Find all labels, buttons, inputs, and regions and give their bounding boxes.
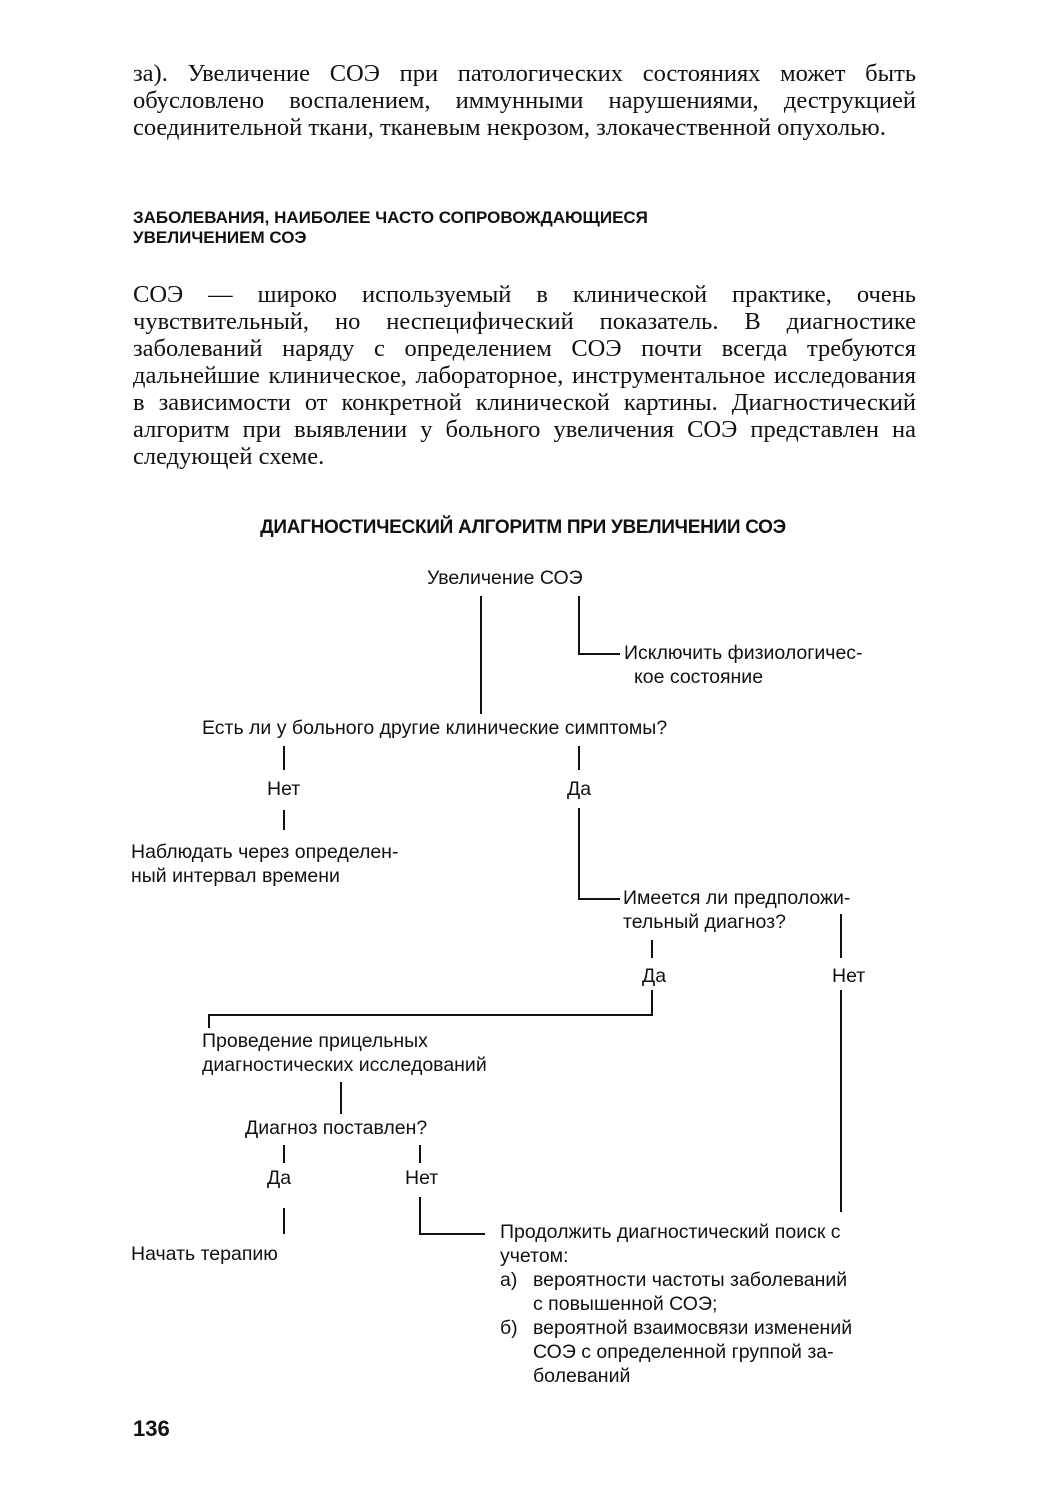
connector-line [208, 1014, 653, 1016]
node-question-diagnosis: Имеется ли предположи- тельный диагноз? [623, 886, 850, 934]
connector-line [283, 1145, 285, 1163]
connector-line [419, 1145, 421, 1163]
node-line: болеваний [533, 1365, 631, 1387]
node-line: Продолжить диагностический поиск с [500, 1221, 841, 1243]
node-line: вероятности частоты заболеваний [533, 1269, 848, 1291]
list-marker: а) [500, 1269, 518, 1291]
connector-line [651, 940, 653, 958]
label-yes: Да [567, 778, 592, 800]
node-line: Исключить физиологичес- [624, 642, 863, 664]
flowchart-title: ДИАГНОСТИЧЕСКИЙ АЛГОРИТМ ПРИ УВЕЛИЧЕНИИ … [260, 517, 786, 538]
node-question-diagnosed: Диагноз поставлен? [245, 1117, 428, 1139]
connector-line [578, 746, 580, 770]
node-line: вероятной взаимосвязи изменений [533, 1317, 853, 1339]
node-targeted-studies: Проведение прицельных диагностических ис… [202, 1029, 487, 1077]
node-start: Увеличение СОЭ [427, 567, 583, 589]
intro-paragraph: за). Увеличение СОЭ при патологических с… [133, 60, 916, 141]
node-start-therapy: Начать терапию [131, 1243, 278, 1265]
section-heading: ЗАБОЛЕВАНИЯ, НАИБОЛЕЕ ЧАСТО СОПРОВОЖДАЮЩ… [133, 208, 923, 248]
connector-line [208, 1014, 210, 1028]
node-line: тельный диагноз? [623, 911, 786, 933]
connector-line [340, 1082, 342, 1114]
label-no: Нет [405, 1167, 439, 1189]
node-continue-search: Продолжить диагностический поиск с учето… [500, 1220, 920, 1388]
node-line: Наблюдать через определен- [131, 841, 399, 863]
node-line: кое состояние [634, 666, 764, 688]
connector-line [840, 990, 842, 1212]
section-heading-line: ЗАБОЛЕВАНИЯ, НАИБОЛЕЕ ЧАСТО СОПРОВОЖДАЮЩ… [133, 208, 648, 227]
node-exclude-physiological: Исключить физиологичес- кое состояние [624, 641, 863, 689]
list-marker: б) [500, 1317, 518, 1339]
label-yes: Да [642, 965, 667, 987]
node-observe: Наблюдать через определен- ный интервал … [131, 840, 398, 888]
node-line: Имеется ли предположи- [623, 887, 851, 909]
connector-line [651, 990, 653, 1015]
connector-line [578, 653, 620, 655]
list-item-a: а) вероятности частоты заболеваний с пов… [500, 1268, 920, 1316]
label-yes: Да [267, 1167, 292, 1189]
connector-line [578, 808, 580, 899]
connector-line [419, 1233, 485, 1235]
connector-line [283, 810, 285, 830]
list-item-b: б) вероятной взаимосвязи изменений СОЭ с… [500, 1316, 920, 1388]
label-no: Нет [267, 778, 301, 800]
node-line: диагностических исследований [202, 1054, 487, 1076]
connector-line [480, 596, 482, 714]
node-line: с повышенной СОЭ; [533, 1293, 718, 1315]
node-line: учетом: [500, 1245, 569, 1267]
connector-line [283, 746, 285, 770]
node-question-symptoms: Есть ли у больного другие клинические си… [202, 717, 668, 739]
connector-line [578, 596, 580, 654]
page-number: 136 [133, 1416, 170, 1441]
connector-line [578, 898, 620, 900]
node-line: СОЭ с определенной группой за- [533, 1341, 834, 1363]
connector-line [840, 914, 842, 958]
body-paragraph: СОЭ — широко используемый в клинической … [133, 281, 916, 470]
connector-line [419, 1197, 421, 1234]
section-heading-line: УВЕЛИЧЕНИЕМ СОЭ [133, 228, 307, 247]
label-no: Нет [832, 965, 866, 987]
node-line: ный интервал времени [131, 865, 340, 887]
connector-line [283, 1208, 285, 1234]
node-line: Проведение прицельных [202, 1030, 428, 1052]
